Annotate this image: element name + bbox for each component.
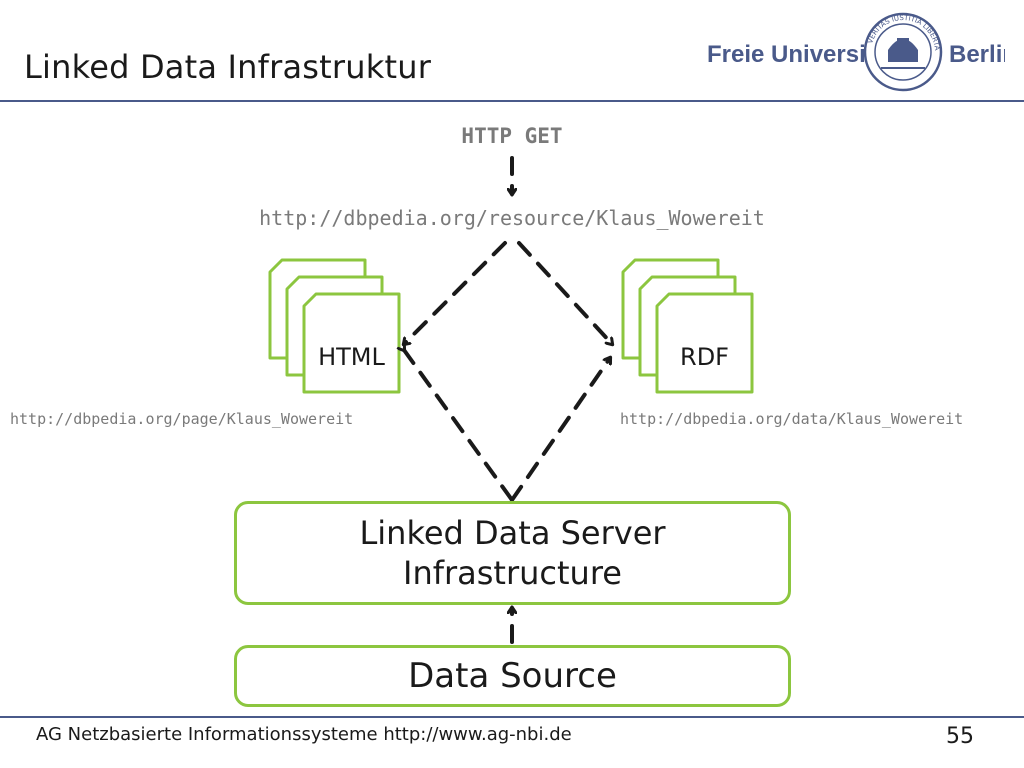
data-url: http://dbpedia.org/data/Klaus_Wowereit <box>620 410 964 428</box>
page-url: http://dbpedia.org/page/Klaus_Wowereit <box>10 410 354 428</box>
arrow-url-to-rdf <box>517 241 612 344</box>
footer-divider <box>0 716 1024 718</box>
resource-url: http://dbpedia.org/resource/Klaus_Wowere… <box>259 206 765 230</box>
slide-title: Linked Data Infrastruktur <box>24 48 432 86</box>
page-number: 55 <box>946 724 974 749</box>
footer-text: AG Netzbasierte Informationssysteme http… <box>36 724 572 745</box>
html-document-label: HTML <box>318 343 385 371</box>
http-get-label: HTTP GET <box>461 124 563 148</box>
data-source-box: Data Source <box>234 645 791 707</box>
rdf-document-label: RDF <box>680 343 729 371</box>
logo-right-text: Berlin <box>949 41 1005 68</box>
linked-data-server-box: Linked Data Server Infrastructure <box>234 501 791 605</box>
data-source-label: Data Source <box>408 656 617 696</box>
rdf-document-stack <box>621 258 754 394</box>
arrow-server-to-rdf <box>510 358 610 502</box>
server-label-line2: Infrastructure <box>403 554 622 592</box>
fu-berlin-logo: Freie Universität VERITAS IUSTITIA LIBER… <box>705 10 1005 92</box>
header-divider <box>0 100 1024 102</box>
logo-left-text: Freie Universität <box>707 41 895 68</box>
arrow-url-to-html <box>404 241 507 344</box>
server-label-line1: Linked Data Server <box>359 514 666 552</box>
html-document-stack <box>268 258 401 394</box>
arrow-html-to-server <box>404 350 514 502</box>
